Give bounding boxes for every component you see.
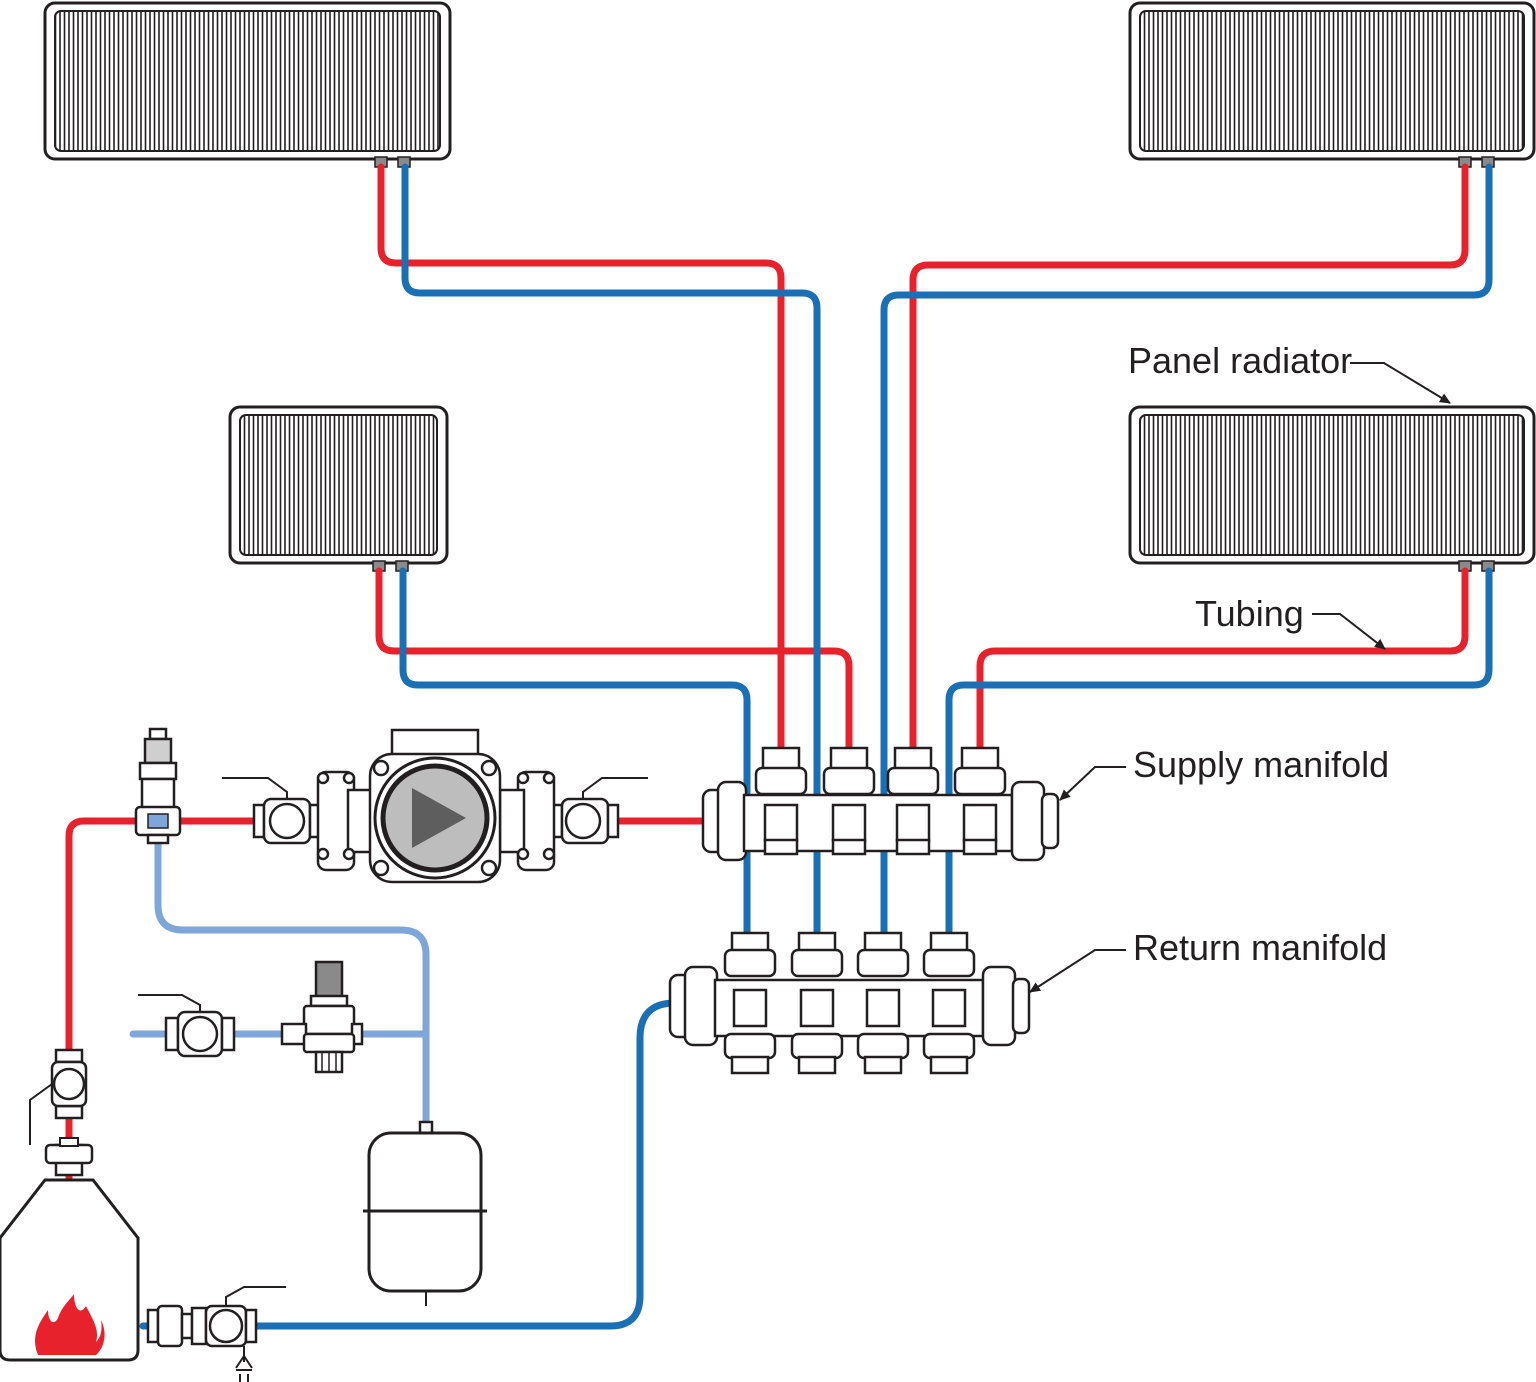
supply-port-3	[886, 746, 940, 856]
circulator-pump	[316, 728, 556, 884]
panel-radiator-mid-left	[228, 405, 449, 572]
return-port-2	[790, 931, 844, 1075]
tubing-label: Tubing	[1195, 593, 1304, 634]
supply-manifold-label: Supply manifold	[1133, 744, 1389, 785]
boiler-supply-valve	[29, 1048, 88, 1145]
pressure-reducing-valve	[280, 960, 364, 1074]
panel-radiator-top-left	[43, 1, 452, 168]
return-port-4	[922, 931, 976, 1075]
return-port-3	[856, 931, 910, 1075]
supply-port-1	[754, 746, 808, 856]
panel-radiator-top-right	[1128, 1, 1536, 168]
cold-water-shutoff-valve	[138, 994, 236, 1058]
flame-icon	[35, 1294, 105, 1355]
expansion-tank	[363, 1120, 487, 1306]
return-manifold-label: Return manifold	[1133, 927, 1387, 968]
panel-radiator-label: Panel radiator	[1128, 340, 1352, 381]
callout-supply-manifold: Supply manifold	[1059, 744, 1389, 801]
return-port-1	[723, 931, 777, 1075]
pump-isolation-valve-left	[222, 777, 324, 845]
return-manifold	[668, 931, 1031, 1075]
pump-isolation-valve-right	[548, 777, 648, 845]
supply-port-2	[822, 746, 876, 856]
supply-tubing	[65, 163, 1469, 1184]
boiler-return-valve	[146, 1286, 286, 1382]
supply-port-4	[953, 746, 1007, 856]
callout-tubing: Tubing	[1195, 593, 1386, 650]
callout-return-manifold: Return manifold	[1029, 927, 1387, 993]
play-icon	[412, 788, 466, 848]
callout-panel-radiator: Panel radiator	[1128, 340, 1451, 404]
panel-radiator-mid-right	[1128, 405, 1536, 572]
supply-manifold	[701, 746, 1060, 862]
air-separator	[134, 727, 182, 845]
boiler	[0, 1137, 140, 1362]
cold-water-tubing	[129, 836, 430, 1129]
